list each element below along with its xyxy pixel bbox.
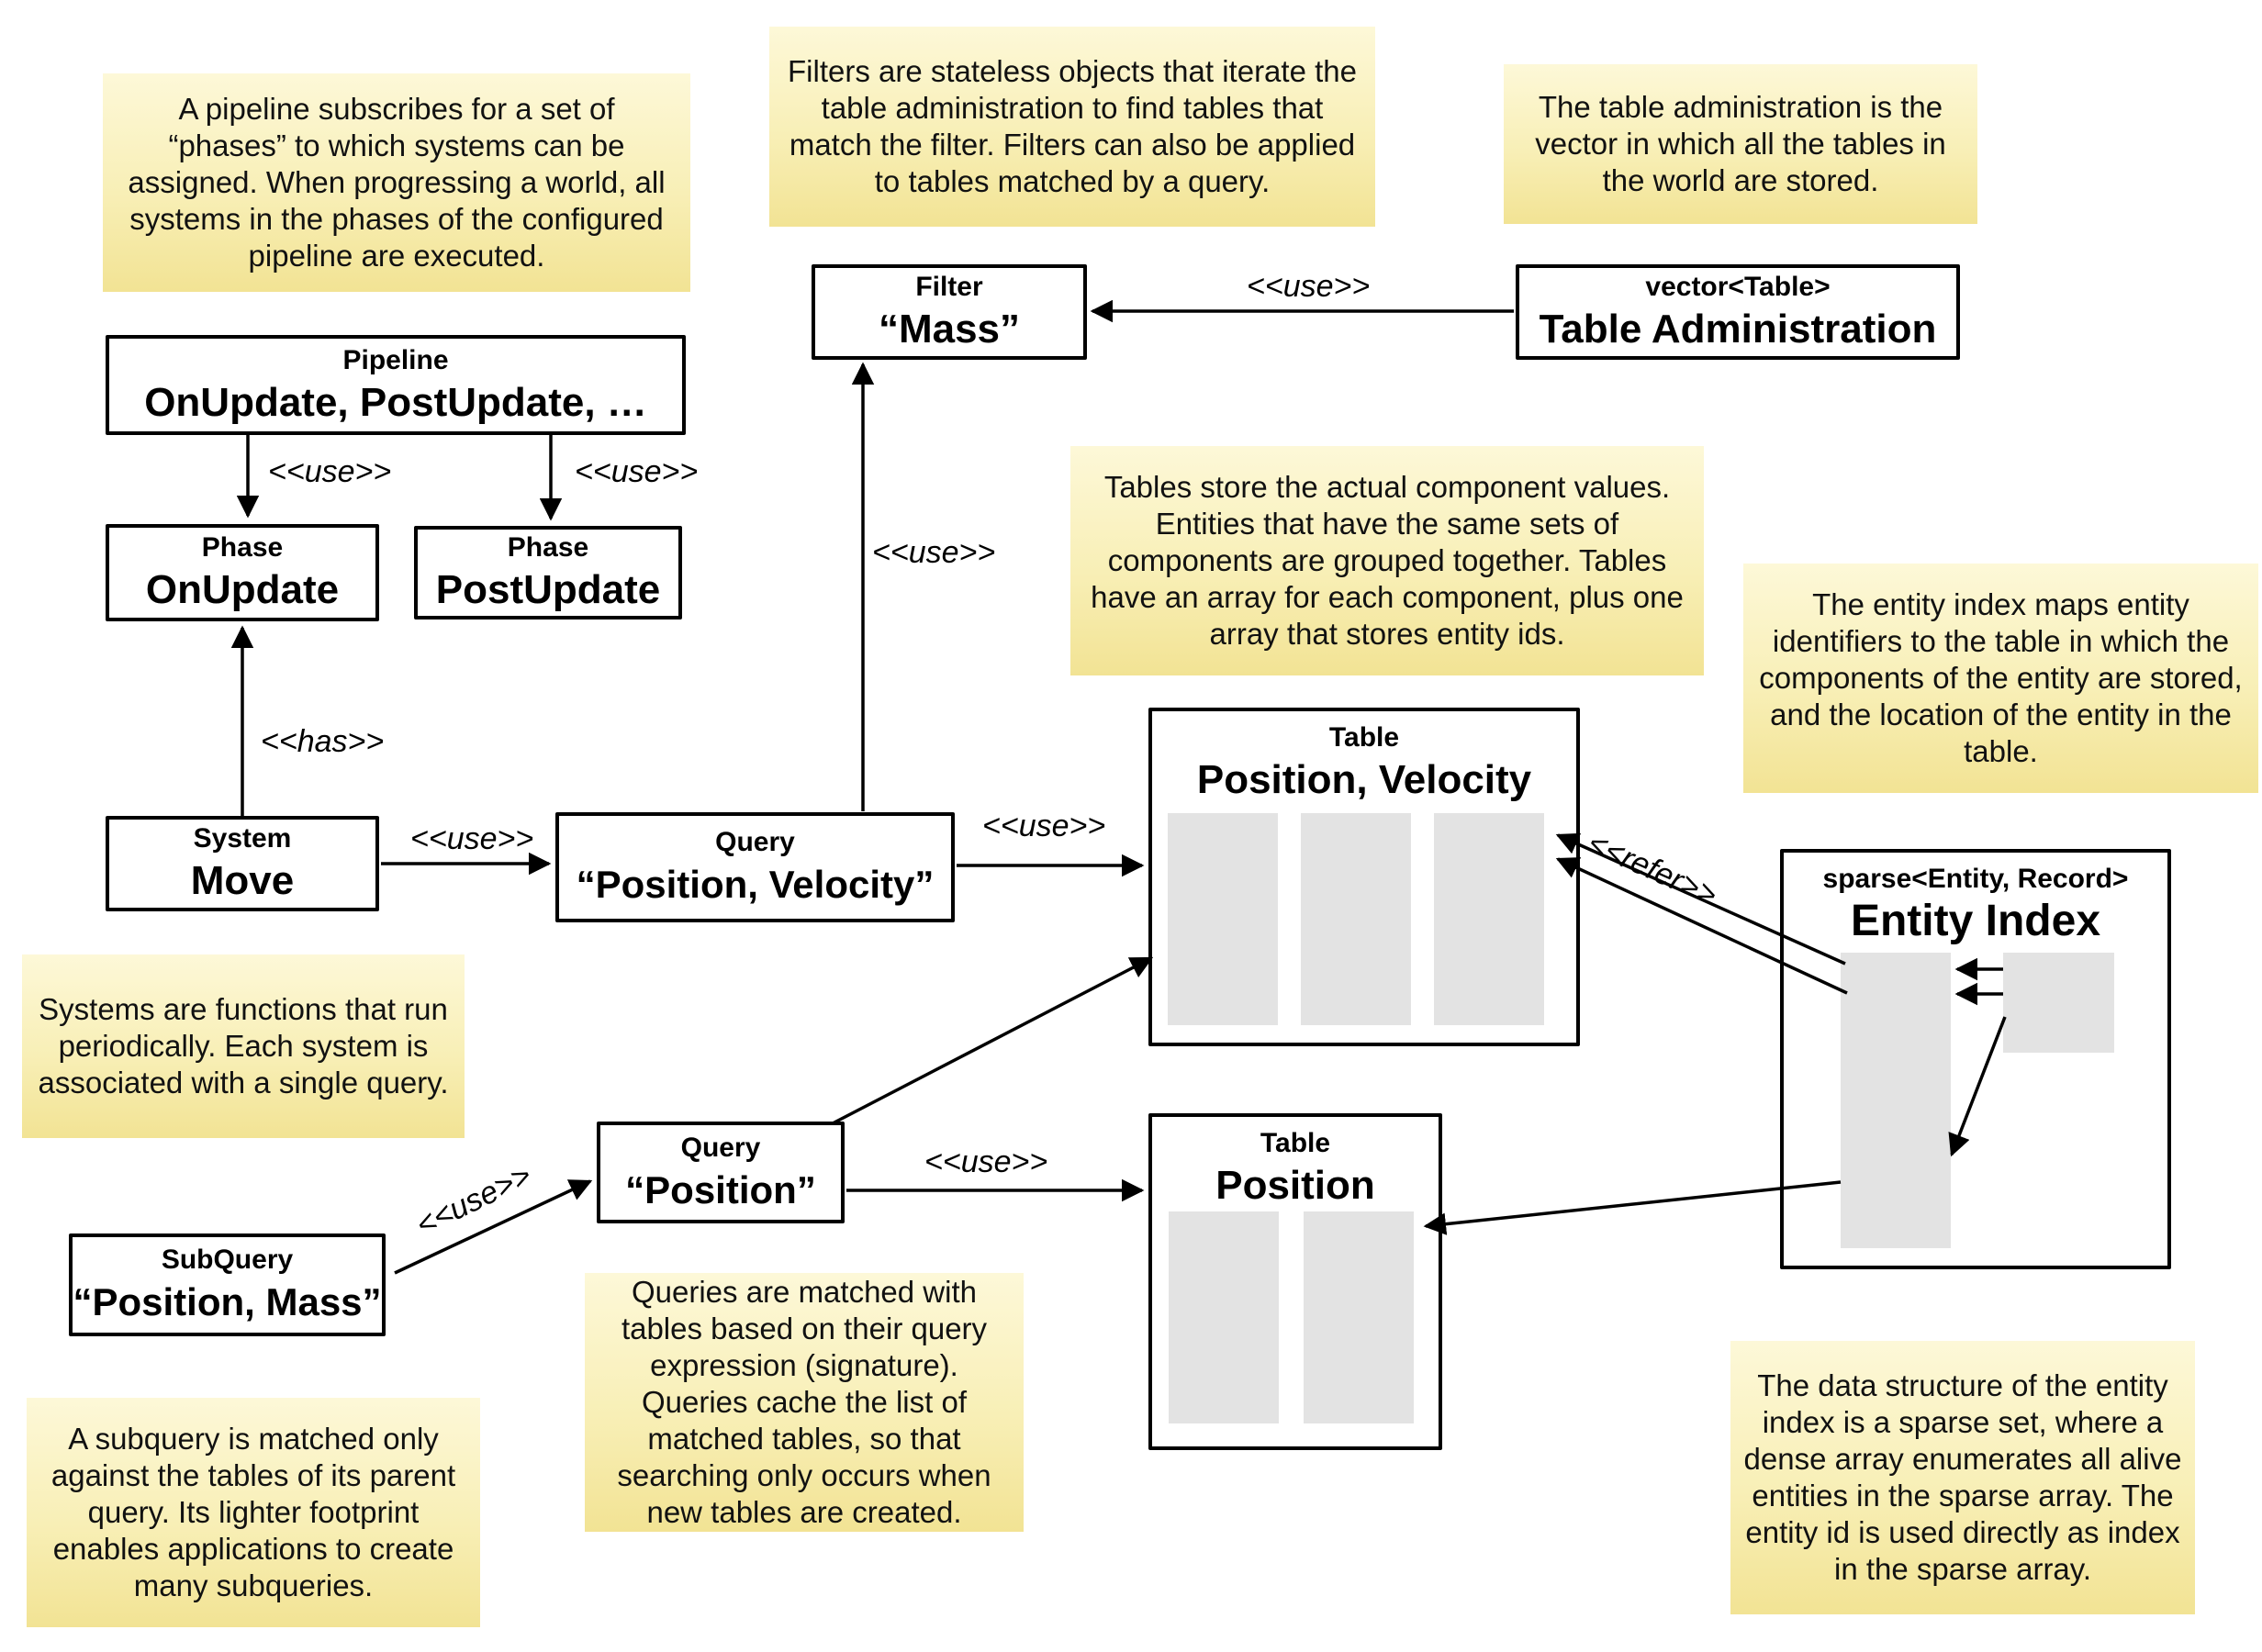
note-filters-text: Filters are stateless objects that itera… [788, 54, 1357, 198]
node-table-administration-name: Table Administration [1539, 307, 1937, 352]
node-pipeline: Pipeline OnUpdate, PostUpdate, … [106, 335, 686, 435]
node-table-pos-vel-name: Position, Velocity [1196, 757, 1532, 802]
node-filter-mass: Filter “Mass” [812, 264, 1087, 360]
note-table-admin: The table administration is the vector i… [1504, 64, 1977, 224]
component-array-placeholder [1169, 1211, 1279, 1423]
node-phase-onupdate: Phase OnUpdate [106, 524, 379, 621]
edge-entity-tablepos [1423, 1180, 1842, 1235]
note-filters: Filters are stateless objects that itera… [769, 27, 1375, 227]
component-array-placeholder [1434, 813, 1544, 1025]
sparse-array-placeholder [1841, 953, 1951, 1248]
edge-label-refer-entity-table: <<refer>> [1583, 825, 1722, 913]
note-entity-index-text: The entity index maps entity identifiers… [1759, 587, 2243, 768]
node-subquery-pos-mass: SubQuery “Position, Mass” [69, 1233, 386, 1336]
node-entity-index: sparse<Entity, Record> Entity Index [1780, 849, 2171, 1269]
component-array-placeholder [1301, 813, 1411, 1025]
note-table-admin-text: The table administration is the vector i… [1535, 90, 1946, 197]
note-sparse-set: The data structure of the entity index i… [1730, 1341, 2195, 1614]
node-query-pos-stereotype: Query [680, 1132, 761, 1163]
note-pipeline: A pipeline subscribes for a set of “phas… [103, 73, 690, 292]
node-phase-onupdate-stereotype: Phase [201, 532, 284, 563]
node-table-administration-stereotype: vector<Table> [1645, 272, 1831, 302]
component-array-placeholder [1168, 813, 1278, 1025]
node-system-move: System Move [106, 816, 379, 911]
node-table-pos-name: Position [1215, 1163, 1375, 1208]
node-subquery-pos-mass-name: “Position, Mass” [73, 1280, 382, 1323]
edge-querypos-tablepv [832, 956, 1154, 1125]
node-entity-index-name: Entity Index [1850, 897, 2101, 945]
edge-label-use-query-pos-table: <<use>> [924, 1144, 1048, 1179]
edge-label-use-subquery-query: <<use>> [410, 1157, 537, 1244]
note-entity-index: The entity index maps entity identifiers… [1743, 564, 2258, 793]
node-system-move-name: Move [190, 858, 295, 903]
dense-array-placeholder [2003, 953, 2114, 1053]
node-table-pos-vel: Table Position, Velocity [1148, 708, 1580, 1046]
note-sparse-set-text: The data structure of the entity index i… [1743, 1368, 2182, 1586]
edge-label-use-pipeline-postupdate: <<use>> [575, 454, 699, 489]
node-phase-postupdate-stereotype: Phase [507, 532, 589, 563]
node-phase-onupdate-name: OnUpdate [145, 567, 340, 612]
edge-label-use-query-table: <<use>> [982, 809, 1106, 843]
node-subquery-pos-mass-stereotype: SubQuery [161, 1245, 294, 1275]
node-pipeline-name: OnUpdate, PostUpdate, … [144, 379, 647, 425]
note-tables: Tables store the actual component values… [1070, 446, 1704, 675]
node-table-pos: Table Position [1148, 1113, 1442, 1450]
note-pipeline-text: A pipeline subscribes for a set of “phas… [128, 92, 666, 273]
node-query-pos-vel-name: “Position, Velocity” [576, 863, 935, 906]
node-query-pos: Query “Position” [597, 1122, 845, 1223]
node-table-pos-stereotype: Table [1260, 1128, 1331, 1158]
note-subquery-text: A subquery is matched only against the t… [50, 1422, 456, 1602]
node-pipeline-stereotype: Pipeline [342, 344, 449, 375]
component-array-placeholder [1304, 1211, 1414, 1423]
note-queries: Queries are matched with tables based on… [585, 1273, 1024, 1532]
node-query-pos-vel: Query “Position, Velocity” [555, 812, 955, 922]
edge-label-has-system-phase: <<has>> [261, 724, 385, 759]
node-table-pos-vel-stereotype: Table [1328, 722, 1400, 753]
node-filter-mass-name: “Mass” [878, 307, 1021, 352]
note-queries-text: Queries are matched with tables based on… [617, 1275, 991, 1529]
edge-label-use-query-filter: <<use>> [872, 535, 996, 570]
node-query-pos-vel-stereotype: Query [715, 827, 795, 857]
node-system-move-stereotype: System [193, 823, 292, 854]
node-table-administration: vector<Table> Table Administration [1516, 264, 1960, 360]
note-tables-text: Tables store the actual component values… [1091, 470, 1684, 651]
node-phase-postupdate-name: PostUpdate [435, 567, 661, 612]
node-query-pos-name: “Position” [625, 1167, 816, 1211]
note-systems: Systems are functions that run periodica… [22, 954, 465, 1138]
note-systems-text: Systems are functions that run periodica… [38, 992, 449, 1099]
note-subquery: A subquery is matched only against the t… [27, 1398, 480, 1627]
edge-label-use-admin-filter: <<use>> [1247, 269, 1371, 304]
edge-label-use-system-query: <<use>> [410, 821, 534, 856]
node-filter-mass-stereotype: Filter [915, 272, 983, 302]
node-phase-postupdate: Phase PostUpdate [414, 526, 682, 620]
edge-label-use-pipeline-onupdate: <<use>> [268, 454, 392, 489]
node-entity-index-stereotype: sparse<Entity, Record> [1822, 864, 2129, 894]
